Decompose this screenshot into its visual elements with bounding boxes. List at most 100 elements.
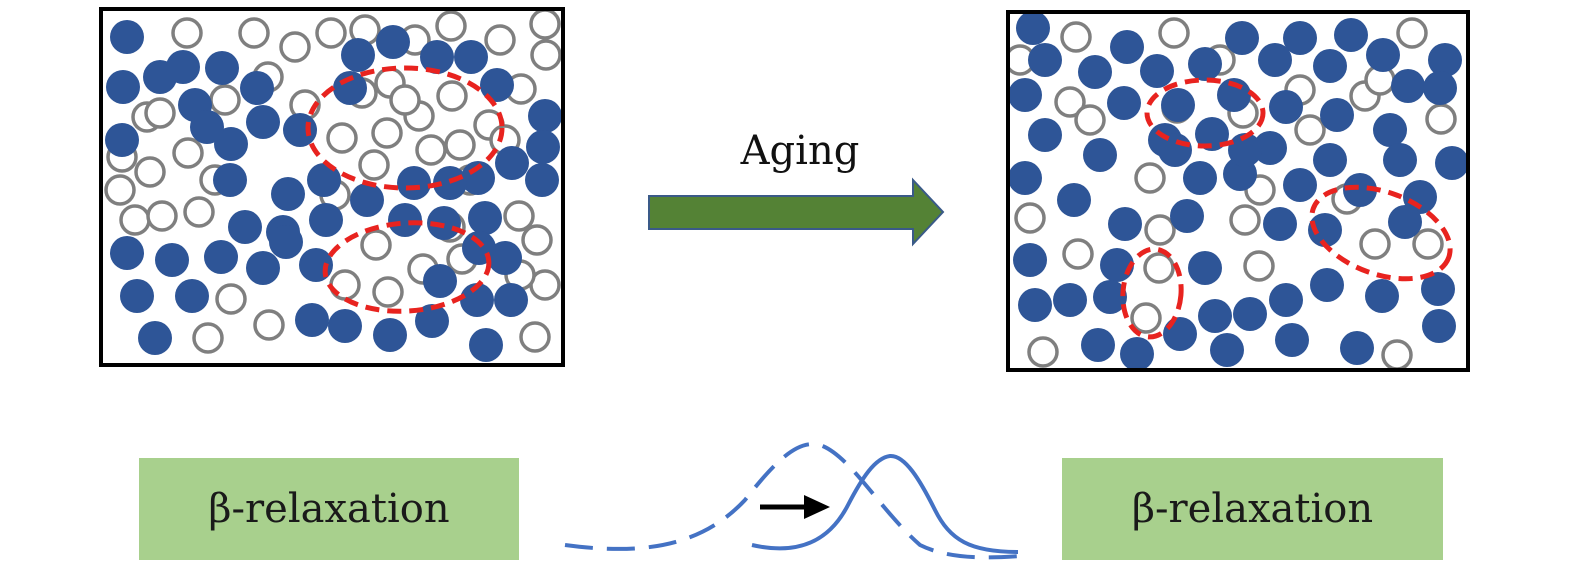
hollow-particle xyxy=(521,224,553,256)
hollow-particle xyxy=(529,9,561,40)
filled-particle xyxy=(397,166,431,200)
aging-arrow-icon xyxy=(648,177,945,247)
filled-particle xyxy=(1373,113,1407,147)
arrowhead-icon xyxy=(804,495,830,519)
hollow-particle xyxy=(1243,250,1275,282)
filled-particle xyxy=(1428,43,1462,77)
filled-particle xyxy=(1228,133,1262,167)
filled-particle xyxy=(1269,283,1303,317)
hollow-particle xyxy=(1381,339,1413,370)
hollow-particle xyxy=(1054,86,1086,118)
filled-particle xyxy=(488,241,522,275)
filled-particle xyxy=(1161,88,1195,122)
particle-field xyxy=(1008,12,1468,370)
hollow-particle xyxy=(1425,103,1457,135)
hollow-particle xyxy=(1060,21,1092,53)
filled-particle xyxy=(1078,55,1112,89)
filled-particle xyxy=(423,264,457,298)
relaxation-peak-before xyxy=(564,442,1021,560)
filled-particle xyxy=(1340,331,1374,365)
filled-particle xyxy=(175,279,209,313)
hollow-particle xyxy=(371,117,403,149)
filled-particle xyxy=(106,70,140,104)
filled-particle xyxy=(415,304,449,338)
beta-relaxation-label: β-relaxation xyxy=(208,486,450,532)
hollow-particle xyxy=(1074,104,1106,136)
loose-region-ellipse xyxy=(322,220,492,314)
hollow-particle xyxy=(209,84,241,116)
filled-particle xyxy=(1120,337,1154,370)
filled-particle xyxy=(1016,12,1050,45)
filled-particle xyxy=(1391,69,1425,103)
beta-relaxation-box-before: β-relaxation xyxy=(139,458,519,560)
hollow-particle xyxy=(1143,252,1175,284)
beta-relaxation-box-after: β-relaxation xyxy=(1062,458,1443,560)
hollow-particle xyxy=(530,39,562,71)
filled-particle xyxy=(1028,118,1062,152)
filled-particle xyxy=(1081,328,1115,362)
hollow-particle xyxy=(1158,17,1190,49)
filled-particle xyxy=(204,240,238,274)
beta-relaxation-label: β-relaxation xyxy=(1131,486,1374,532)
filled-particle xyxy=(341,38,375,72)
hollow-particle xyxy=(358,149,390,181)
filled-particle xyxy=(1283,168,1317,202)
hollow-particle xyxy=(372,276,404,308)
filled-particle xyxy=(1310,268,1344,302)
panel-before-aging xyxy=(99,7,565,367)
filled-particle xyxy=(205,51,239,85)
hollow-particle xyxy=(503,200,535,232)
filled-particle xyxy=(269,225,303,259)
filled-particle xyxy=(427,206,461,240)
hollow-particle xyxy=(1027,336,1059,368)
hollow-particle xyxy=(215,283,247,315)
filled-particle xyxy=(1365,279,1399,313)
hollow-particle xyxy=(415,134,447,166)
filled-particle xyxy=(350,183,384,217)
filled-particle xyxy=(105,123,139,157)
filled-particle xyxy=(1421,272,1455,306)
hollow-particle xyxy=(360,229,392,261)
filled-particle xyxy=(283,113,317,147)
filled-particle xyxy=(420,40,454,74)
filled-particle xyxy=(1283,21,1317,55)
loose-region-markers xyxy=(305,65,505,314)
hollow-particle xyxy=(1359,228,1391,260)
filled-particle xyxy=(1366,38,1400,72)
filled-particle xyxy=(1313,49,1347,83)
filled-particle xyxy=(525,163,559,197)
relaxation-peak-after xyxy=(751,454,1019,554)
filled-particle xyxy=(214,127,248,161)
filled-particle xyxy=(1422,309,1456,343)
filled-particle xyxy=(1435,146,1468,180)
filled-particle xyxy=(307,163,341,197)
filled-particle xyxy=(213,163,247,197)
filled-particle xyxy=(1334,18,1368,52)
filled-particle xyxy=(494,283,528,317)
filled-particle xyxy=(110,236,144,270)
filled-particle xyxy=(1008,161,1042,195)
hollow-particle xyxy=(1134,162,1166,194)
hollow-particle xyxy=(1014,202,1046,234)
filled-particle xyxy=(528,99,562,133)
filled-particle xyxy=(1217,78,1251,112)
filled-particle xyxy=(376,25,410,59)
filled-particle xyxy=(1170,199,1204,233)
filled-particle xyxy=(110,20,144,54)
filled-particle xyxy=(1263,207,1297,241)
loose-region-ellipse xyxy=(1144,77,1266,149)
panel-frame xyxy=(99,7,565,367)
hollow-particle xyxy=(1144,214,1176,246)
hollow-particle xyxy=(253,309,285,341)
filled-particle xyxy=(246,251,280,285)
panel-frame xyxy=(1006,10,1470,372)
filled-particle xyxy=(526,130,560,164)
hollow-particle xyxy=(171,17,203,49)
hollow-particle xyxy=(1294,114,1326,146)
loose-region-markers xyxy=(1120,77,1453,340)
filled-particle xyxy=(1383,143,1417,177)
filled-particle xyxy=(1140,54,1174,88)
filled-particle xyxy=(138,321,172,355)
hollow-particle xyxy=(134,156,166,188)
